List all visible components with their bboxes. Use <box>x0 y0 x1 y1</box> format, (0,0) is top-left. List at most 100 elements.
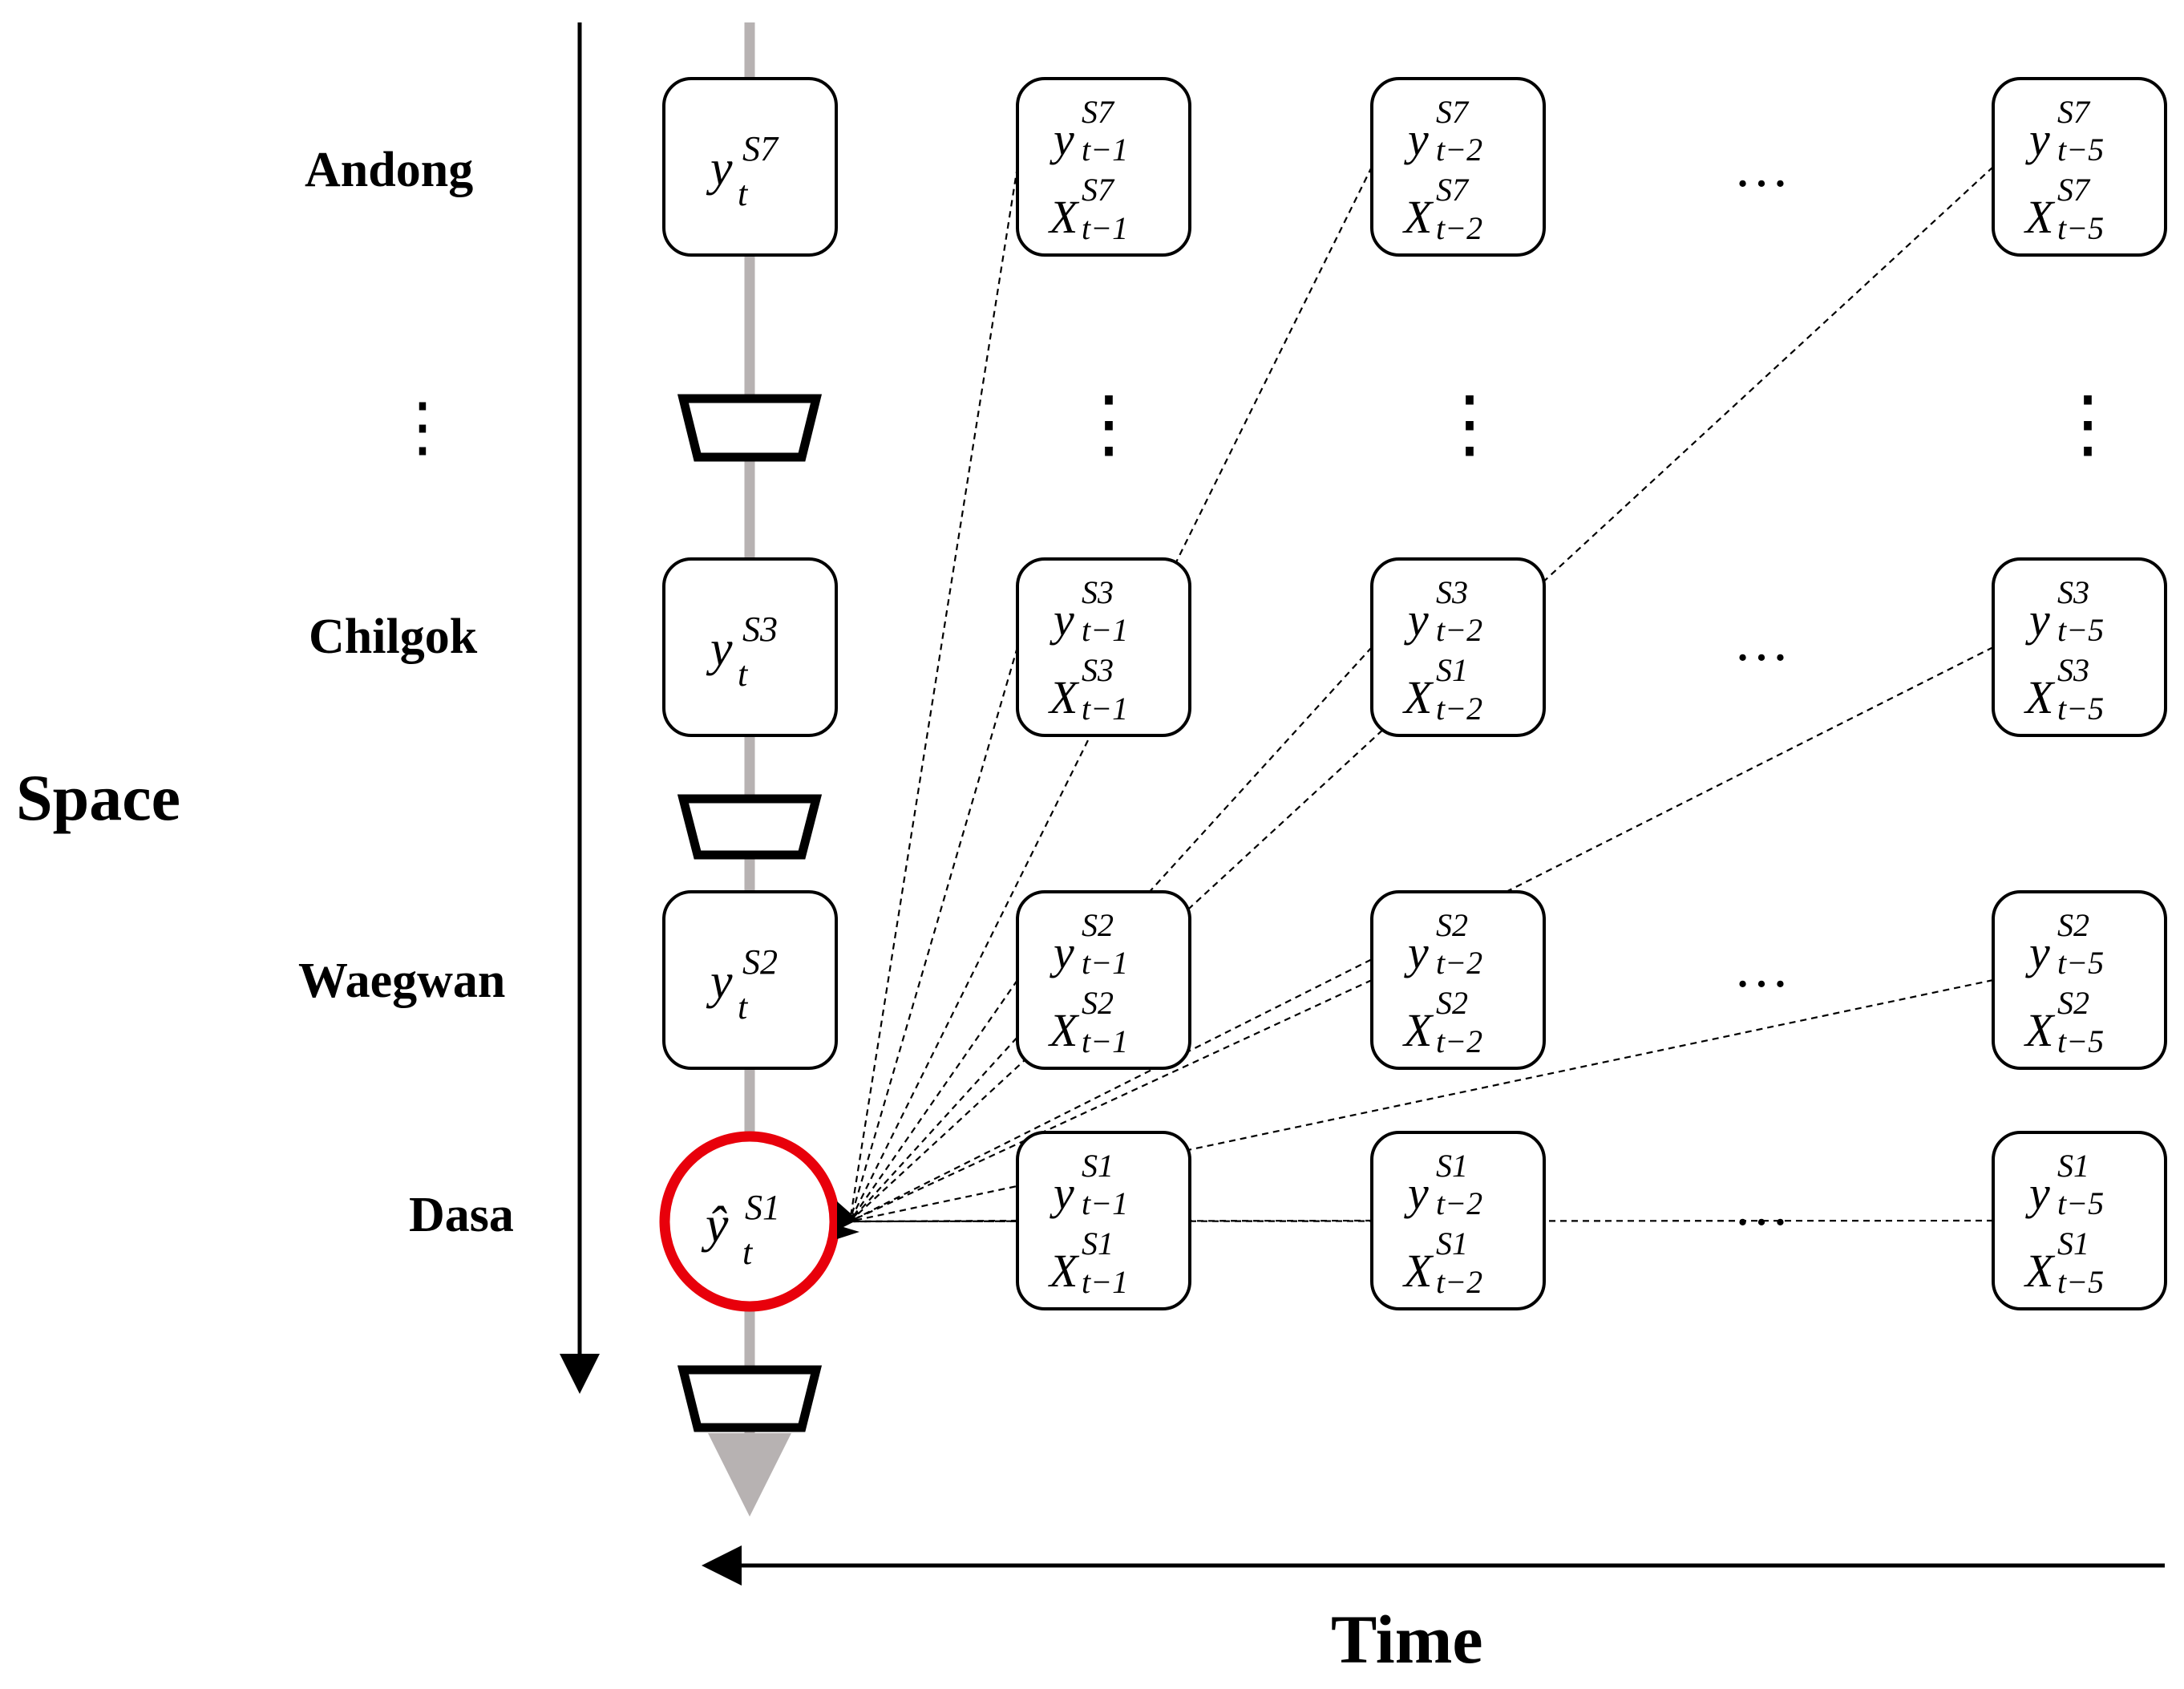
node-box <box>1016 890 1191 1070</box>
lag-y-subscript: t−5 <box>2057 132 2104 168</box>
node-box <box>1016 557 1191 737</box>
node-box <box>1370 1131 1546 1310</box>
lag-y-superscript: S1 <box>1082 1148 1114 1184</box>
node-superscript: S2 <box>742 942 778 982</box>
horizontal-ellipsis: … <box>1733 1176 1790 1237</box>
node-box <box>1370 890 1546 1070</box>
lag-x-var: X <box>1048 1004 1080 1056</box>
lag-y-superscript: S3 <box>1436 574 1468 610</box>
lag-y-var: y <box>1050 1167 1074 1219</box>
lag-x-subscript: t−2 <box>1436 691 1482 727</box>
dam-trapezoid-icon <box>677 394 823 462</box>
node-subscript: t <box>738 174 749 213</box>
lag-y-superscript: S7 <box>1436 94 1470 130</box>
lag-y-superscript: S2 <box>1436 907 1468 943</box>
lag-y-superscript: S2 <box>1082 907 1114 943</box>
lag-y-subscript: t−5 <box>2057 945 2104 981</box>
lag-y-subscript: t−2 <box>1436 945 1482 981</box>
lag-y-subscript: t−2 <box>1436 132 1482 168</box>
node-subscript: t <box>738 987 749 1027</box>
lag-x-subscript: t−5 <box>2057 691 2104 727</box>
station-label-andong: Andong <box>305 143 473 197</box>
lag-x-superscript: S1 <box>1082 1225 1114 1262</box>
lag-x-superscript: S1 <box>1436 652 1468 688</box>
lag-x-subscript: t−5 <box>2057 1264 2104 1300</box>
lag-y-var: y <box>2025 926 2050 978</box>
lag-x-subscript: t−2 <box>1436 1023 1482 1059</box>
lag-x-var: X <box>2024 1245 2056 1297</box>
vertical-ellipsis: ⋮ <box>2050 383 2125 466</box>
lag-x-superscript: S2 <box>1436 985 1468 1021</box>
lag-x-superscript: S7 <box>1436 172 1470 208</box>
lag-x-var: X <box>1048 671 1080 723</box>
dependency-line <box>849 979 1373 1222</box>
horizontal-ellipsis: … <box>1733 611 1790 673</box>
lag-y-var: y <box>1404 113 1429 165</box>
lag-x-subscript: t−1 <box>1082 210 1128 246</box>
lag-x-subscript: t−1 <box>1082 1023 1128 1059</box>
target-circle <box>659 1131 840 1312</box>
lag-x-var: X <box>1402 191 1434 243</box>
vertical-ellipsis: ⋮ <box>390 391 455 464</box>
lag-x-superscript: S3 <box>2057 652 2089 688</box>
lag-x-subscript: t−2 <box>1436 210 1482 246</box>
lag-y-superscript: S1 <box>1436 1148 1468 1184</box>
node-box <box>1992 1131 2167 1310</box>
lag-x-subscript: t−1 <box>1082 691 1128 727</box>
dam-trapezoid-icon <box>677 794 823 860</box>
dependency-line <box>848 166 1019 1222</box>
lag-y-var: y <box>1404 593 1429 646</box>
lag-y-var: y <box>2025 113 2050 165</box>
lag-y-var: y <box>1404 1167 1429 1219</box>
svg-text:ŷ: ŷ <box>701 1196 729 1253</box>
station-label-dasa: Dasa <box>409 1188 514 1242</box>
lag-y-subscript: t−1 <box>1082 132 1128 168</box>
node-subscript: t <box>738 654 749 694</box>
lag-x-superscript: S1 <box>2057 1225 2089 1262</box>
node-var: y <box>706 141 733 196</box>
lag-y-var: y <box>2025 1167 2050 1219</box>
lag-y-superscript: S3 <box>2057 574 2089 610</box>
node-box <box>662 890 838 1070</box>
node-superscript: S3 <box>742 610 778 649</box>
lag-y-subscript: t−5 <box>2057 1185 2104 1221</box>
lag-x-subscript: t−1 <box>1082 1264 1128 1300</box>
lag-x-var: X <box>1402 671 1434 723</box>
lag-y-superscript: S3 <box>1082 574 1114 610</box>
svg-text:t: t <box>742 1233 754 1272</box>
lag-x-superscript: S2 <box>1082 985 1114 1021</box>
lag-x-subscript: t−5 <box>2057 1023 2104 1059</box>
lag-x-var: X <box>2024 1004 2056 1056</box>
horizontal-ellipsis: … <box>1733 137 1790 199</box>
vertical-ellipsis: ⋮ <box>1071 383 1147 466</box>
node-box <box>1992 77 2167 257</box>
node-var: y <box>706 954 733 1009</box>
lag-x-var: X <box>1048 1245 1080 1297</box>
lag-y-superscript: S7 <box>1082 94 1115 130</box>
lag-x-var: X <box>2024 191 2056 243</box>
lag-x-superscript: S3 <box>1082 652 1114 688</box>
lag-x-var: X <box>2024 671 2056 723</box>
lag-x-var: X <box>1402 1245 1434 1297</box>
lag-y-subscript: t−2 <box>1436 1185 1482 1221</box>
lag-x-var: X <box>1048 191 1080 243</box>
dam-trapezoid-icon <box>677 1365 823 1432</box>
lag-y-subscript: t−1 <box>1082 1185 1128 1221</box>
lag-y-subscript: t−2 <box>1436 612 1482 648</box>
svg-text:S1: S1 <box>745 1188 780 1227</box>
lag-y-subscript: t−1 <box>1082 612 1128 648</box>
dependency-line <box>848 646 1019 1222</box>
